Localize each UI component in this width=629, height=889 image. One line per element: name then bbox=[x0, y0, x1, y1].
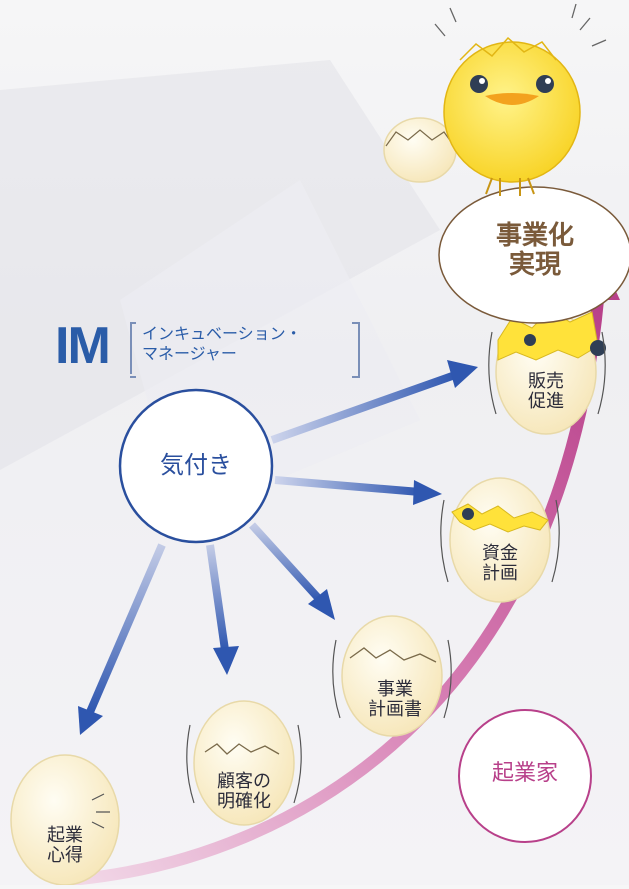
arrows bbox=[78, 360, 478, 735]
arrow-to-kigyo-kokoroe bbox=[86, 543, 166, 714]
stage-label-jigyo-keikakusho: 事業 計画書 bbox=[368, 679, 422, 721]
arrowhead bbox=[78, 706, 103, 735]
arrow-to-jigyo-keikakusho bbox=[249, 522, 323, 603]
im-subtitle: インキュベーション・ マネージャー bbox=[130, 322, 360, 378]
arrowhead bbox=[213, 646, 239, 675]
stage-label-kigyo-kokoroe: 起業 心得 bbox=[47, 825, 83, 867]
stage-label-jigyoka: 事業化 実現 bbox=[495, 221, 574, 281]
im-subtitle-text: インキュベーション・ マネージャー bbox=[142, 324, 302, 363]
egg-kokyaku bbox=[186, 700, 302, 826]
kizuki-label: 気付き bbox=[160, 451, 232, 479]
egg-jigyoka bbox=[438, 186, 629, 324]
arrowhead bbox=[308, 589, 335, 620]
entrepreneur-circle bbox=[458, 709, 592, 843]
arrowhead bbox=[413, 480, 442, 505]
stage-label-kokyaku: 顧客の 明確化 bbox=[217, 771, 271, 813]
entrepreneur-label: 起業家 bbox=[491, 761, 558, 786]
egg-shikin bbox=[440, 477, 560, 603]
arrow-to-hanbai bbox=[270, 371, 457, 444]
arrowhead bbox=[447, 360, 478, 388]
egg-jigyo-keikakusho bbox=[332, 615, 452, 737]
jigyoka-circle bbox=[438, 186, 629, 324]
chick-icon bbox=[383, 3, 607, 196]
egg-kigyo-kokoroe bbox=[10, 754, 120, 886]
stage-label-hanbai: 販売 促進 bbox=[528, 371, 564, 413]
arrow-to-kokyaku bbox=[206, 544, 229, 651]
stage-label-shikin: 資金 計画 bbox=[482, 543, 518, 585]
kizuki-circle bbox=[118, 388, 274, 544]
arrow-to-shikin bbox=[274, 476, 421, 496]
im-logo: IM bbox=[55, 317, 111, 375]
